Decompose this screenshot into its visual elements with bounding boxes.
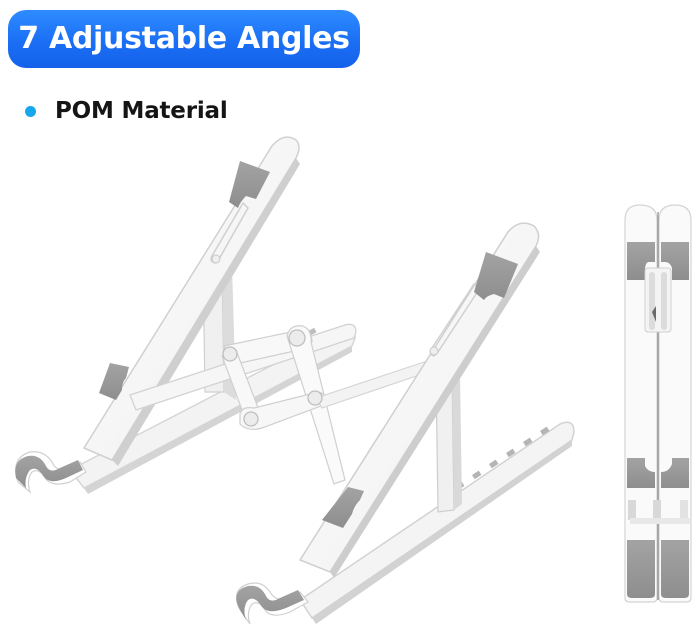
folded-stand	[624, 204, 692, 603]
hinge-joint	[222, 346, 238, 362]
angle-notches	[438, 426, 550, 502]
front-stand	[235, 222, 575, 625]
title-text: 7 Adjustable Angles	[18, 21, 350, 56]
title-badge: 7 Adjustable Angles	[8, 10, 360, 68]
rear-stand	[15, 136, 357, 494]
hinge-joint	[307, 390, 323, 406]
feature-item-pom: POM Material	[25, 94, 228, 128]
feature-label: POM Material	[55, 98, 228, 124]
hinge-joint	[288, 329, 306, 347]
bullet-icon	[25, 105, 36, 117]
hinge-joint	[243, 411, 259, 427]
scissor-hinge	[221, 325, 435, 485]
